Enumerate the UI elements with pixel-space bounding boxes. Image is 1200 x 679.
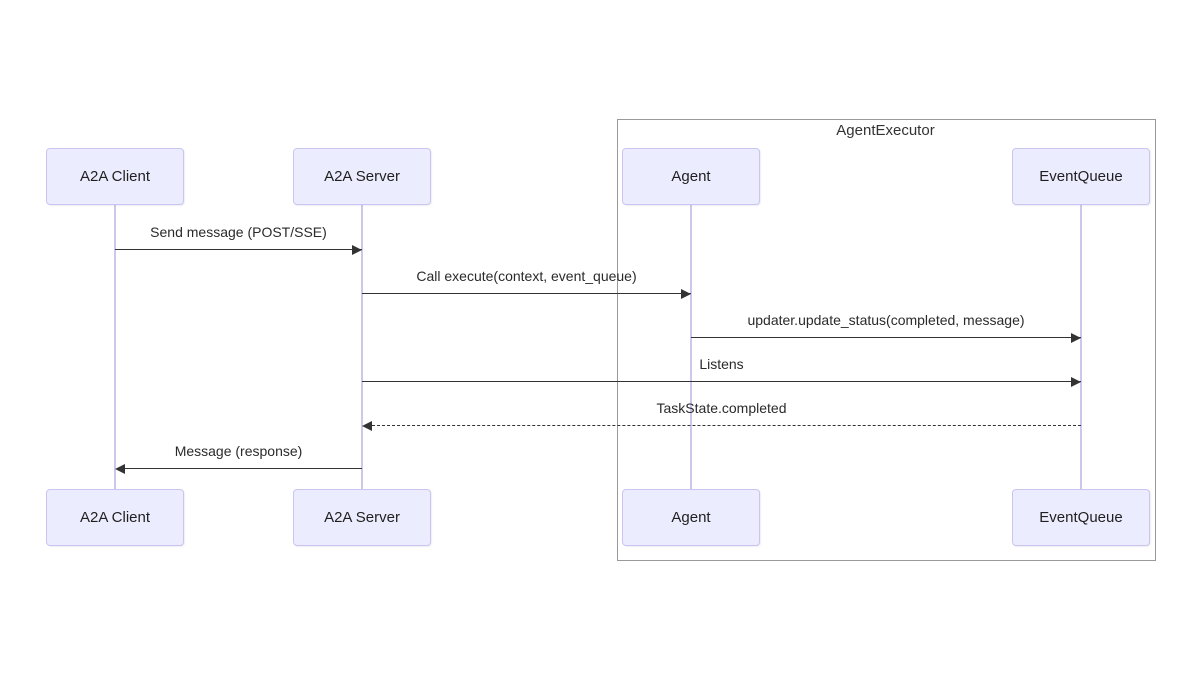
lifeline-a2a-server	[361, 205, 363, 489]
lifeline-agent	[690, 205, 692, 489]
message-label-call-execute: Call execute(context, event_queue)	[416, 268, 637, 284]
actor-a2a-client-bottom: A2A Client	[46, 489, 184, 546]
executor-frame-title: AgentExecutor	[836, 122, 935, 139]
lifeline-eventqueue	[1080, 205, 1082, 489]
lifeline-a2a-client	[114, 205, 116, 489]
actor-eventqueue-top: EventQueue	[1012, 148, 1150, 205]
message-line-call-execute	[362, 293, 691, 294]
message-label-listens: Listens	[699, 356, 744, 372]
arrowhead-right-icon	[1071, 377, 1081, 387]
actor-a2a-client-top: A2A Client	[46, 148, 184, 205]
actor-agent-bottom: Agent	[622, 489, 760, 546]
executor-frame	[617, 119, 1156, 561]
message-label-taskstate-completed: TaskState.completed	[656, 400, 787, 416]
message-line-update-status	[691, 337, 1081, 338]
message-line-taskstate-completed	[372, 425, 1081, 426]
arrowhead-left-icon	[362, 421, 372, 431]
actor-agent-top: Agent	[622, 148, 760, 205]
actor-a2a-server-top: A2A Server	[293, 148, 431, 205]
arrowhead-left-icon	[115, 464, 125, 474]
arrowhead-right-icon	[681, 289, 691, 299]
message-line-listens	[362, 381, 1081, 382]
actor-a2a-server-bottom: A2A Server	[293, 489, 431, 546]
actor-eventqueue-bottom: EventQueue	[1012, 489, 1150, 546]
message-label-send-message: Send message (POST/SSE)	[150, 224, 327, 240]
message-line-send-message	[115, 249, 362, 250]
message-label-update-status: updater.update_status(completed, message…	[747, 312, 1025, 328]
arrowhead-right-icon	[1071, 333, 1081, 343]
arrowhead-right-icon	[352, 245, 362, 255]
message-line-message-response	[125, 468, 362, 469]
message-label-message-response: Message (response)	[174, 443, 303, 459]
